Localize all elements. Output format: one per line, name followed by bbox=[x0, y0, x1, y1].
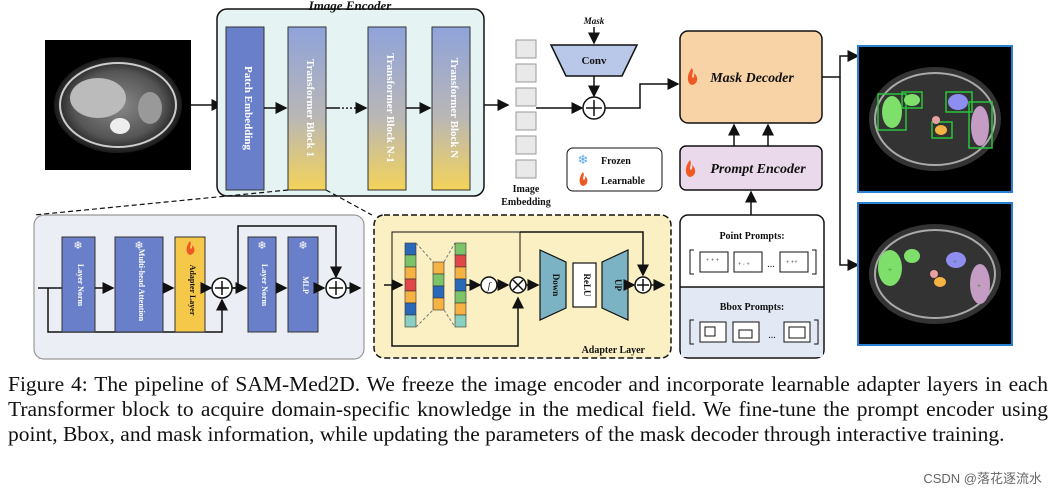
svg-text:+ ++: + ++ bbox=[786, 260, 798, 266]
point-dots: ... bbox=[767, 259, 775, 270]
mlp-label: MLP bbox=[301, 276, 310, 294]
sigmoid-node: ʃ bbox=[480, 276, 498, 294]
svg-text:❄: ❄ bbox=[257, 240, 266, 252]
down-projection bbox=[539, 249, 567, 321]
transformer-block-n-box bbox=[431, 26, 471, 191]
feature-column-input bbox=[404, 242, 417, 328]
point-prompt-boxes: + + + + · + + ++ ... bbox=[689, 249, 817, 275]
svg-text:+: + bbox=[953, 258, 957, 266]
sum-node-embedding bbox=[582, 96, 606, 120]
sum-node-block-2 bbox=[325, 277, 347, 299]
bbox-prompts-label: Bbox Prompts: bbox=[720, 302, 785, 313]
mask-decoder-label: Mask Decoder bbox=[709, 71, 794, 86]
conv-label: Conv bbox=[581, 55, 607, 67]
adapter-layer-label: Adapter Layer bbox=[188, 265, 197, 316]
relu-label: ReLU bbox=[582, 274, 592, 297]
transformer-block-n-1-box bbox=[367, 26, 407, 191]
flame-icon bbox=[579, 172, 588, 186]
point-prompts-label: Point Prompts: bbox=[719, 231, 784, 242]
output-image-points: + + + bbox=[857, 202, 1013, 346]
adapter-flame-icon bbox=[186, 241, 195, 255]
bbox-dots: ... bbox=[768, 330, 776, 341]
image-encoder: Image Encoder Patch Embedding Transforme… bbox=[216, 0, 485, 197]
output-image-bbox bbox=[857, 45, 1013, 193]
zoom-line-left bbox=[33, 189, 289, 216]
transformer-block-n-label: Transformer Block N bbox=[448, 58, 460, 158]
svg-text:+ · +: + · + bbox=[738, 262, 750, 268]
conv-block bbox=[549, 44, 639, 77]
layer-norm-1-box bbox=[61, 236, 96, 333]
prompt-encoder-label: Prompt Encoder bbox=[710, 162, 806, 177]
input-ct-image bbox=[45, 40, 191, 170]
svg-text:ʃ: ʃ bbox=[486, 281, 492, 292]
layer-norm-1-label: Layer Norm bbox=[76, 264, 85, 307]
image-encoder-title: Image Encoder bbox=[308, 0, 393, 13]
image-embedding-label-1: Image bbox=[513, 184, 540, 195]
prompts-panel: Point Prompts: + + + + · + + ++ ... Bbox… bbox=[679, 214, 825, 359]
image-embedding-label-2: Embedding bbox=[501, 197, 550, 208]
svg-text:❄: ❄ bbox=[298, 240, 307, 252]
transformer-block-n-1-label: Transformer Block N-1 bbox=[384, 53, 396, 163]
adapter-layer-detail: Adapter Layer bbox=[373, 214, 672, 359]
layer-norm-2-label: Layer Norm bbox=[260, 264, 269, 307]
svg-text:+ + +: + + + bbox=[706, 258, 720, 264]
sum-node-adapter bbox=[634, 276, 652, 294]
pipeline-diagram: Image Encoder Patch Embedding Transforme… bbox=[33, 0, 1013, 360]
sum-node-block-1 bbox=[211, 277, 233, 299]
legend-learnable-label: Learnable bbox=[601, 176, 645, 187]
mask-decoder-flame-icon bbox=[687, 68, 698, 85]
legend-frozen-label: Frozen bbox=[601, 156, 631, 167]
mha-label: Multi-head Attention bbox=[137, 249, 146, 322]
mask-decoder: Mask Decoder bbox=[679, 30, 823, 124]
bbox-prompt-boxes: ... bbox=[689, 319, 819, 345]
svg-text:❄: ❄ bbox=[73, 240, 82, 252]
multiply-node bbox=[509, 276, 527, 294]
relu-box bbox=[572, 262, 597, 308]
svg-text:❄: ❄ bbox=[134, 240, 143, 252]
transformer-block-1-box bbox=[287, 26, 327, 191]
legend: ❄ Frozen Learnable bbox=[566, 147, 663, 192]
svg-text:+: + bbox=[977, 282, 981, 290]
transformer-block-1-label: Transformer Block 1 bbox=[304, 59, 316, 157]
feature-column-output bbox=[454, 242, 467, 328]
up-projection bbox=[601, 249, 629, 321]
prompt-encoder-flame-icon bbox=[685, 160, 696, 177]
mask-input-label: Mask bbox=[583, 16, 605, 26]
prompt-encoder: Prompt Encoder bbox=[679, 145, 823, 191]
mha-box bbox=[114, 236, 164, 333]
down-label: Down bbox=[551, 274, 561, 297]
feature-column-bottleneck bbox=[432, 261, 445, 311]
adapter-detail-title: Adapter Layer bbox=[582, 345, 646, 356]
watermark: CSDN @落花逐流水 bbox=[923, 471, 1042, 486]
up-label: UP bbox=[613, 279, 623, 291]
layer-norm-2-box bbox=[247, 236, 277, 333]
patch-embedding-label: Patch Embedding bbox=[242, 66, 254, 151]
figure-caption: Figure 4: The pipeline of SAM-Med2D. We … bbox=[8, 372, 1048, 446]
snowflake-icon: ❄ bbox=[578, 152, 589, 167]
transformer-block-detail: ❄ Layer Norm ❄ Multi-head Attention Adap… bbox=[33, 214, 365, 360]
svg-text:+: + bbox=[888, 266, 892, 274]
image-embedding: Image Embedding bbox=[501, 39, 551, 208]
zoom-line-right bbox=[325, 189, 373, 216]
